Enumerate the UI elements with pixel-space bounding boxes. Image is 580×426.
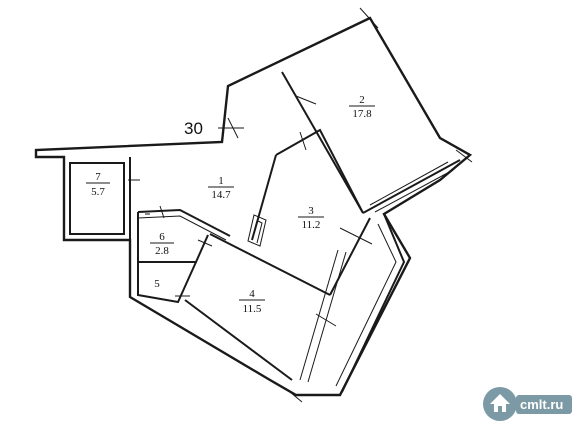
room-label-5: 5 [154, 278, 160, 290]
outer-wall [34, 16, 473, 397]
room-number: 2 [359, 94, 365, 106]
room-number: 5 [154, 278, 160, 290]
room-number: 1 [218, 175, 224, 187]
interior-walls [69, 71, 461, 393]
room-label-4: 4 11.5 [239, 288, 265, 315]
floor-number: 30 [184, 119, 203, 138]
room-number: 6 [159, 231, 165, 243]
room-number: 4 [249, 288, 255, 300]
room-label-2: 2 17.8 [349, 94, 375, 120]
room-area: 5.7 [91, 186, 105, 198]
watermark-text: cmlt.ru [520, 397, 563, 412]
room-label-1: 1 14.7 [208, 175, 234, 201]
room-number: 3 [308, 205, 314, 217]
door-marks [128, 7, 473, 403]
room-area: 17.8 [352, 108, 372, 120]
room-label-6: 6 2.8 [150, 231, 174, 257]
room-area: 11.5 [243, 303, 262, 315]
room-area: 2.8 [155, 245, 169, 257]
room-number: 7 [95, 171, 101, 183]
watermark: cmlt.ru [483, 387, 572, 421]
room-area: 11.2 [302, 219, 321, 231]
room-label-7: 7 5.7 [86, 171, 110, 198]
room-area: 14.7 [211, 189, 231, 201]
room-label-3: 3 11.2 [298, 205, 324, 231]
